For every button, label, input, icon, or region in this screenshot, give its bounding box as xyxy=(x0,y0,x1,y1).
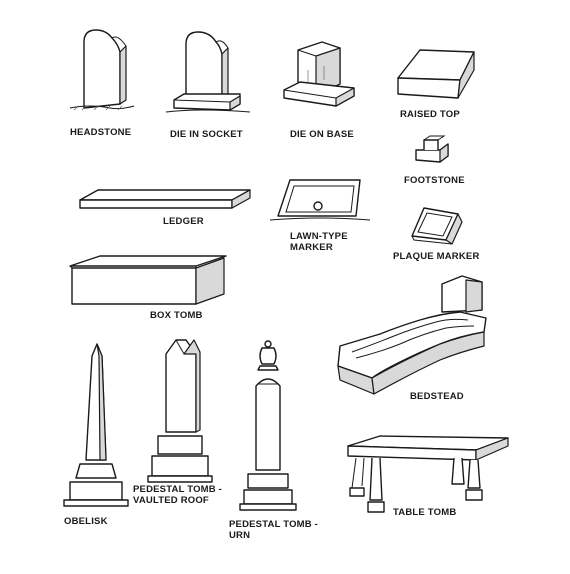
label-pedestal-urn-line2: URN xyxy=(229,530,251,539)
label-die-on-base: DIE ON BASE xyxy=(290,129,354,140)
label-lawn-type-marker: LAWN-TYPE MARKER xyxy=(290,231,348,253)
label-obelisk: OBELISK xyxy=(64,516,108,527)
label-table-tomb: TABLE TOMB xyxy=(393,507,457,518)
label-pedestal-urn-line1: PEDESTAL TOMB - xyxy=(229,519,319,530)
label-footstone: FOOTSTONE xyxy=(404,175,465,186)
label-pedestal-vaulted-line1: PEDESTAL TOMB - xyxy=(133,484,223,495)
label-plaque-marker: PLAQUE MARKER xyxy=(393,251,480,262)
label-lawn-type-line2: MARKER xyxy=(290,242,333,253)
label-raised-top: RAISED TOP xyxy=(400,109,460,120)
bedstead-illustration xyxy=(337,275,487,395)
headstone-illustration xyxy=(69,29,135,111)
label-lawn-type-line1: LAWN-TYPE xyxy=(290,231,348,242)
obelisk-illustration xyxy=(63,343,129,507)
label-pedestal-vaulted-roof: PEDESTAL TOMB - VAULTED ROOF xyxy=(133,484,222,506)
label-box-tomb: BOX TOMB xyxy=(150,310,203,321)
ledger-illustration xyxy=(79,189,251,209)
label-bedstead: BEDSTEAD xyxy=(410,391,464,402)
footstone-illustration xyxy=(415,135,449,163)
raised-top-illustration xyxy=(397,49,475,99)
pedestal-urn-illustration xyxy=(239,340,297,511)
plaque-marker-illustration xyxy=(411,207,463,245)
die-on-base-illustration xyxy=(283,41,355,107)
die-in-socket-illustration xyxy=(165,31,251,113)
box-tomb-illustration xyxy=(69,255,227,305)
label-die-in-socket: DIE IN SOCKET xyxy=(170,129,243,140)
label-pedestal-vaulted-line2: VAULTED ROOF xyxy=(133,495,209,506)
label-ledger: LEDGER xyxy=(163,216,204,227)
pedestal-vaulted-roof-illustration xyxy=(147,339,213,483)
label-pedestal-urn: PEDESTAL TOMB - URN xyxy=(229,519,318,539)
label-headstone: HEADSTONE xyxy=(70,127,132,138)
lawn-type-marker-illustration xyxy=(269,179,371,221)
table-tomb-illustration xyxy=(347,435,509,513)
